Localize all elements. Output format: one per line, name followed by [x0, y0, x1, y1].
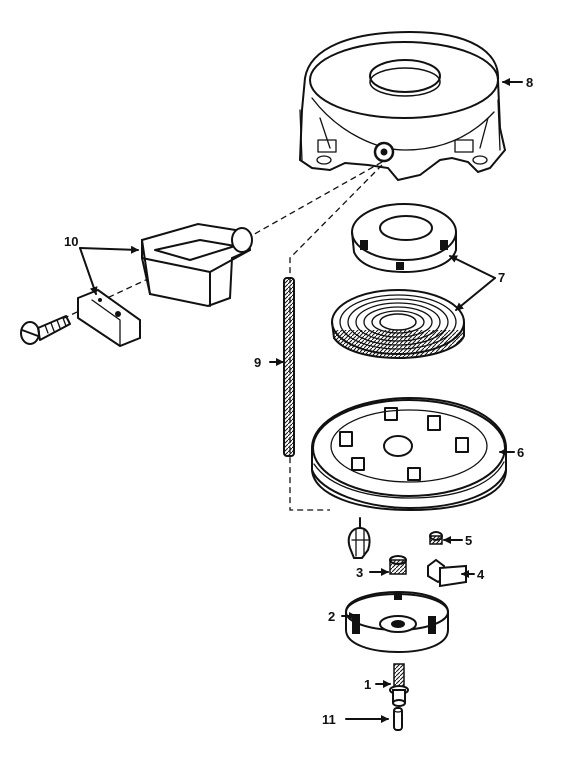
label-6: 6 — [517, 445, 524, 460]
starter-handle-part — [140, 222, 253, 308]
handle-alignment-line — [234, 161, 383, 246]
screw-part — [20, 315, 71, 345]
handle-insert-part — [77, 288, 141, 348]
spring-part-3 — [389, 555, 407, 575]
spring-retainer-part — [351, 203, 457, 273]
pin-part — [393, 707, 403, 731]
label-7-leader-a — [449, 255, 496, 279]
label-11: 11 — [322, 712, 336, 727]
label-2: 2 — [328, 609, 335, 624]
label-10-leader-b — [79, 247, 98, 295]
label-10-leader-a — [79, 245, 139, 254]
starter-cup-part — [345, 590, 449, 654]
label-1: 1 — [364, 677, 371, 692]
screw-alignment-line — [59, 277, 151, 321]
label-3: 3 — [356, 565, 363, 580]
spring-part-5 — [429, 531, 443, 545]
label-4: 4 — [477, 567, 485, 582]
pawl-part — [427, 558, 467, 588]
bolt-part — [389, 663, 409, 707]
pulley-part — [311, 396, 507, 512]
label-7: 7 — [498, 270, 505, 285]
label-10: 10 — [64, 234, 78, 249]
starter-housing-part — [298, 30, 507, 182]
label-7-leader-b — [455, 277, 496, 311]
label-9: 9 — [254, 355, 261, 370]
label-8: 8 — [526, 75, 533, 90]
rope-alignment-line — [289, 164, 383, 511]
starter-rope-part — [283, 277, 295, 457]
pawl-pin-part — [347, 517, 371, 559]
rewind-spring-part — [331, 289, 465, 359]
label-5: 5 — [465, 533, 472, 548]
